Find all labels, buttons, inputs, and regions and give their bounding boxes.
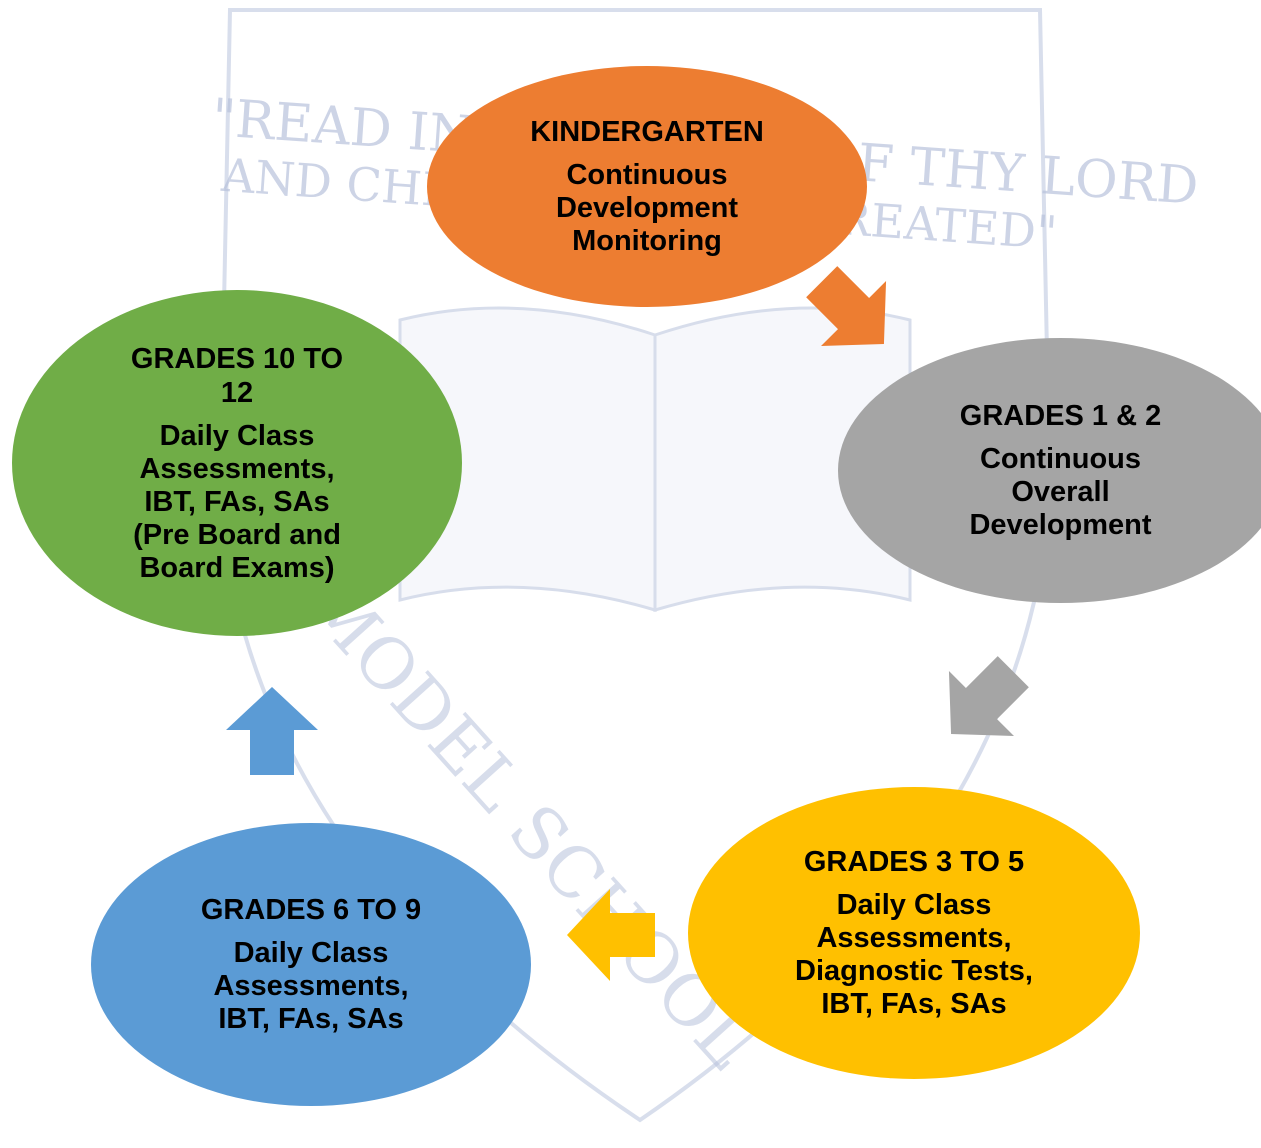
node-description: Daily Class Assessments, IBT, FAs, SAs bbox=[213, 937, 409, 1035]
node-title: GRADES 6 TO 9 bbox=[200, 894, 422, 926]
node-description: Continuous Development Monitoring bbox=[555, 159, 739, 257]
node-grades-1-2: GRADES 1 & 2 Continuous Overall Developm… bbox=[838, 338, 1261, 603]
node-title: KINDERGARTEN bbox=[530, 116, 764, 148]
node-description: Daily Class Assessments, IBT, FAs, SAs (… bbox=[133, 419, 341, 584]
node-kindergarten: KINDERGARTEN Continuous Development Moni… bbox=[427, 66, 867, 307]
node-grades-10-12: GRADES 10 TO 12 Daily Class Assessments,… bbox=[12, 290, 462, 636]
node-title: GRADES 1 & 2 bbox=[959, 400, 1162, 432]
book-icon-left bbox=[398, 306, 657, 613]
node-grades-3-5: GRADES 3 TO 5 Daily Class Assessments, D… bbox=[688, 787, 1140, 1079]
book-icon-right bbox=[653, 306, 912, 613]
node-grades-6-9: GRADES 6 TO 9 Daily Class Assessments, I… bbox=[91, 823, 531, 1106]
node-title: GRADES 10 TO 12 bbox=[130, 342, 344, 409]
node-description: Daily Class Assessments, Diagnostic Test… bbox=[795, 889, 1033, 1020]
node-title: GRADES 3 TO 5 bbox=[803, 846, 1025, 878]
node-description: Continuous Overall Development bbox=[969, 443, 1152, 541]
